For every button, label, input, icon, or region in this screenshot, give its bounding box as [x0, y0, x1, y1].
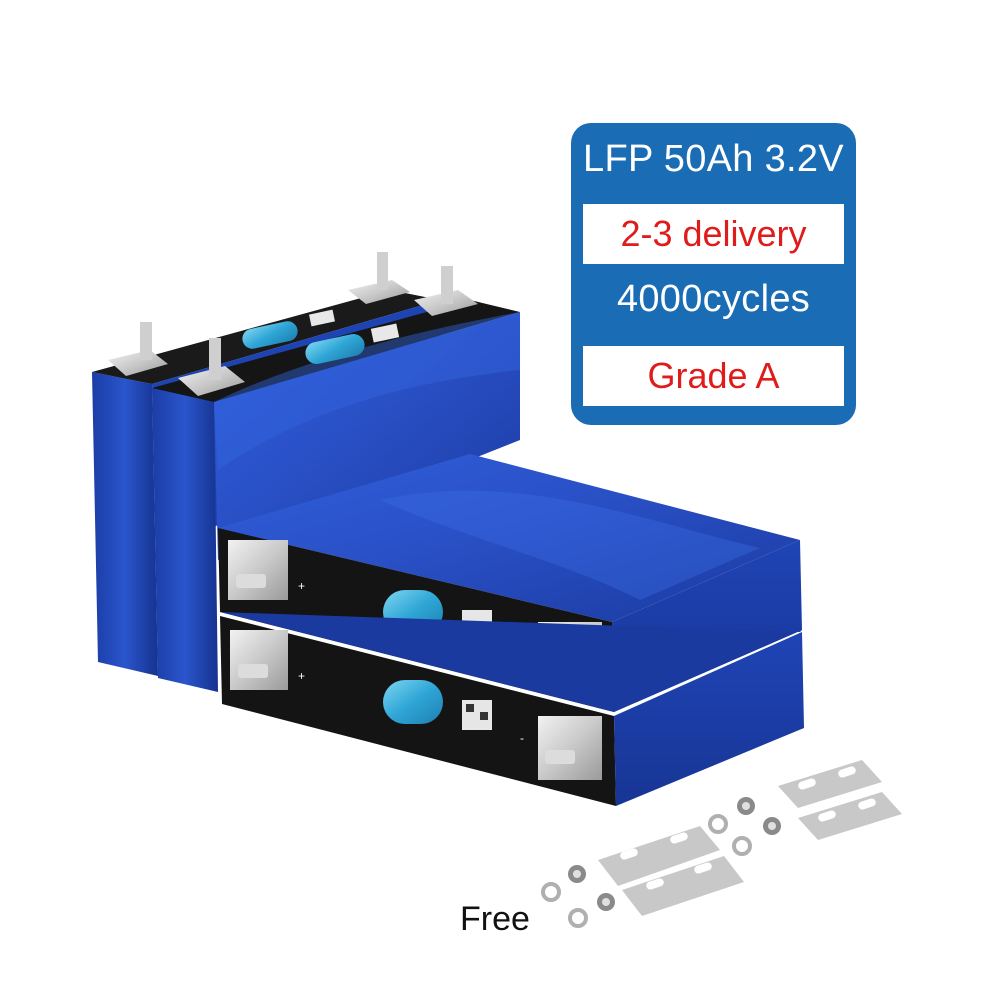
- spec-grade: Grade A: [583, 346, 844, 406]
- lying-cell-bottom: + -: [220, 612, 804, 806]
- negative-mark-bottom: -: [520, 731, 524, 745]
- standing-cell-terminals: [108, 252, 478, 396]
- positive-mark-top: +: [298, 579, 305, 593]
- nut-washer-accessories: [541, 797, 781, 928]
- spec-cycles: 4000cycles: [616, 278, 811, 320]
- busbar-accessories: [598, 760, 902, 916]
- standing-cell-front: [152, 300, 520, 692]
- spec-delivery: 2-3 delivery: [583, 204, 844, 264]
- free-accessories-label: Free: [460, 900, 530, 938]
- spec-chemistry-capacity-voltage: LFP 50Ah 3.2V: [583, 138, 844, 180]
- positive-mark-bottom: +: [298, 669, 305, 683]
- spec-badge: LFP 50Ah 3.2V 2-3 delivery 4000cycles Gr…: [571, 123, 856, 425]
